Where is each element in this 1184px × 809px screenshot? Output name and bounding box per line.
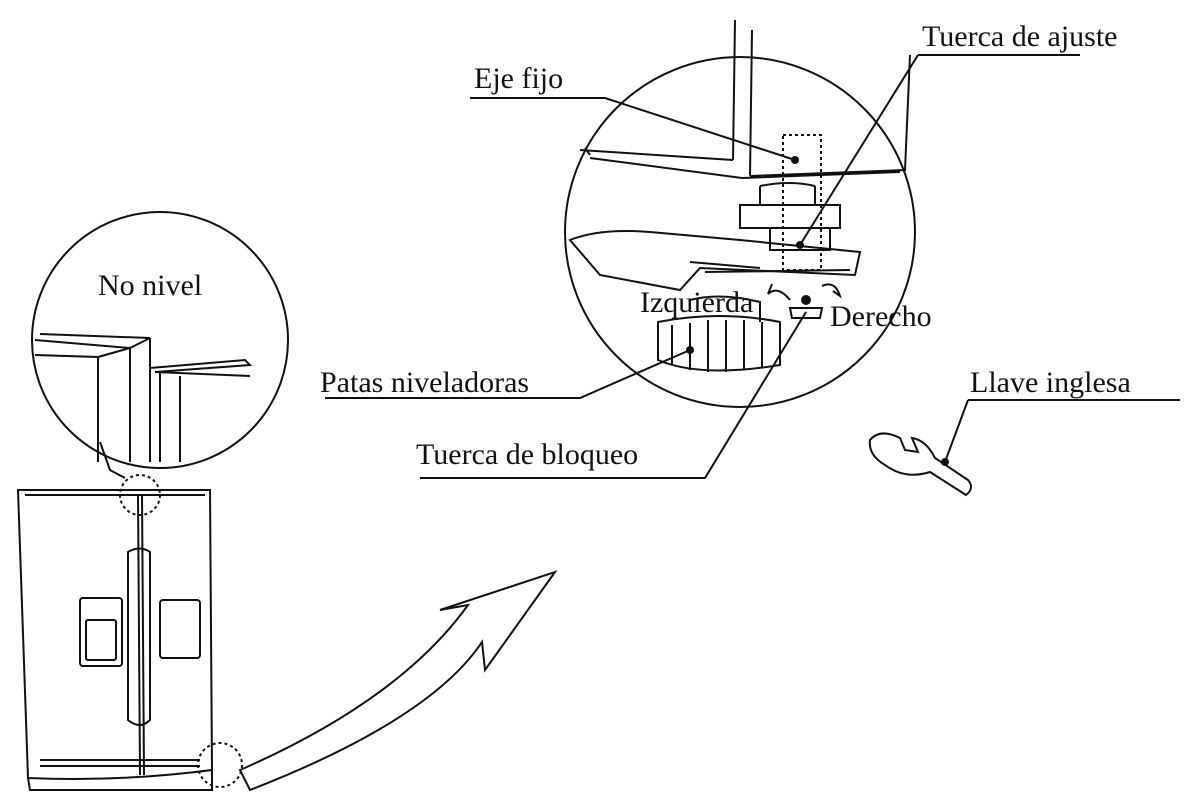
label-left: Izquierda xyxy=(640,286,753,319)
leader-fixed-axis xyxy=(470,97,796,161)
adjust-nut-shape xyxy=(739,182,841,251)
lock-nut-shape xyxy=(788,307,824,319)
rotate-left-arrow xyxy=(767,283,791,301)
fridge-handle xyxy=(127,547,151,726)
label-adjust-nut: Tuerca de ajuste xyxy=(922,20,1118,53)
label-leveling-legs: Patas niveladoras xyxy=(320,366,529,399)
pointer-line xyxy=(99,441,126,479)
foot-detail-zoom xyxy=(325,19,1080,479)
zoom-arrow xyxy=(238,570,558,792)
fridge-door-split xyxy=(137,494,145,776)
fridge-body xyxy=(16,489,214,791)
not-level-circle xyxy=(31,211,289,469)
leader-adjust-nut xyxy=(799,54,1080,246)
leader-leveling-legs xyxy=(325,349,691,399)
doors-misaligned xyxy=(34,333,253,462)
detail-circle xyxy=(564,56,916,408)
label-right: Derecho xyxy=(830,300,932,333)
foot-marker xyxy=(197,742,243,788)
refrigerator xyxy=(16,489,243,791)
dispenser-inner xyxy=(85,619,117,661)
wrench-icon xyxy=(868,432,972,497)
fridge-base xyxy=(40,759,200,767)
freezer-panel xyxy=(159,599,201,659)
label-lock-nut: Tuerca de bloqueo xyxy=(416,438,638,471)
rotate-right-arrow xyxy=(821,283,842,299)
cabinet-corner xyxy=(579,19,911,180)
pivot-dot xyxy=(801,295,811,305)
label-not-level: No nivel xyxy=(98,269,202,302)
label-wrench: Llave inglesa xyxy=(970,366,1131,399)
water-dispenser xyxy=(79,597,123,667)
label-fixed-axis: Eje fijo xyxy=(474,62,563,95)
leader-lock-nut xyxy=(420,311,807,479)
not-level-zoom xyxy=(31,211,289,516)
leader-wrench xyxy=(944,399,1180,463)
foot-plate xyxy=(568,230,862,292)
